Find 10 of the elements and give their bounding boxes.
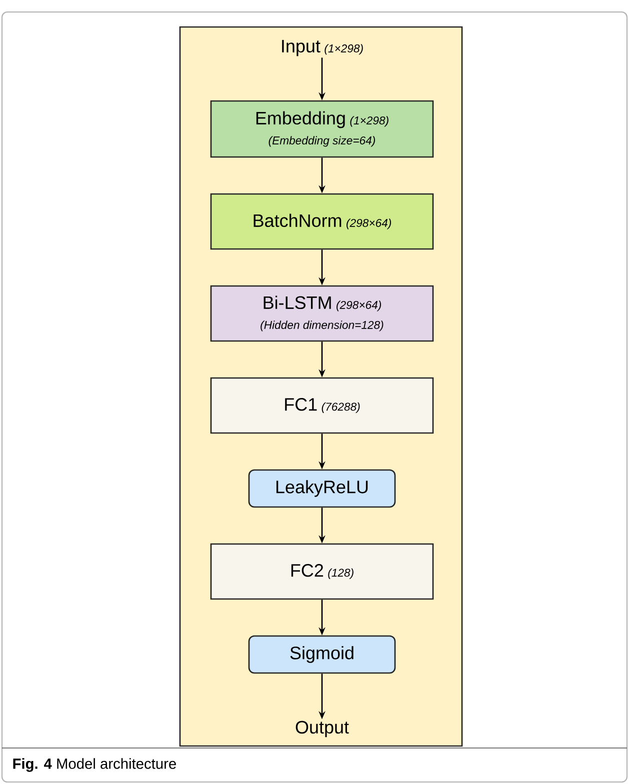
figure-caption: Fig. 4 Model architecture xyxy=(13,758,176,772)
io-label: Input (1×298) xyxy=(282,40,363,56)
layer-box: Bi-LSTM (298×64) (Hidden dimension=128) xyxy=(210,285,434,342)
io-label: Output xyxy=(296,720,349,738)
layer-box: Embedding (1×298) (Embedding size=64) xyxy=(210,100,434,158)
activation-box: LeakyReLU xyxy=(248,469,396,508)
layer-box: FC1 (76288) xyxy=(210,377,434,434)
activation-box: Sigmoid xyxy=(248,635,396,674)
layer-box: FC2 (128) xyxy=(210,543,434,600)
layer-box: BatchNorm (298×64) xyxy=(210,193,434,250)
